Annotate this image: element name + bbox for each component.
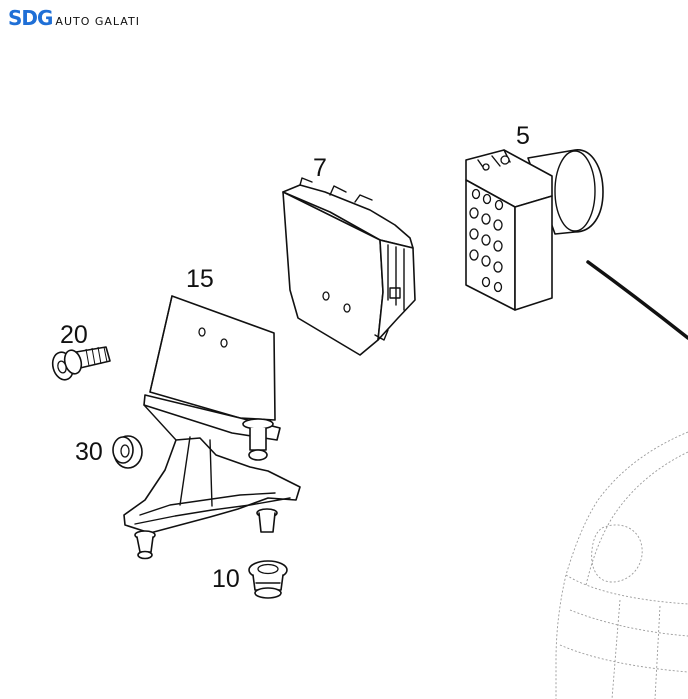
callout-part-15: 15 xyxy=(186,265,214,293)
bracket-rubber-feet xyxy=(134,418,278,560)
part-20-bolt xyxy=(51,346,111,381)
part-30-washer xyxy=(112,435,143,469)
part-10-grommet xyxy=(248,560,288,599)
part-5-ports xyxy=(469,188,504,293)
brand-logo: SDG AUTO GALATI xyxy=(8,6,140,30)
part-5-hydraulic-unit xyxy=(465,149,604,311)
brand-name: AUTO GALATI xyxy=(55,15,140,28)
vehicle-outline xyxy=(555,431,688,699)
callout-part-30: 30 xyxy=(75,438,103,466)
part-7-control-module xyxy=(282,177,416,356)
callout-part-5: 5 xyxy=(516,122,530,150)
callout-part-10: 10 xyxy=(212,565,240,593)
callout-part-7: 7 xyxy=(313,154,327,182)
callout-part-20: 20 xyxy=(60,321,88,349)
part-15-mounting-bracket xyxy=(123,295,301,560)
brand-mark: SDG xyxy=(8,6,53,30)
wiring-cable xyxy=(586,260,688,340)
